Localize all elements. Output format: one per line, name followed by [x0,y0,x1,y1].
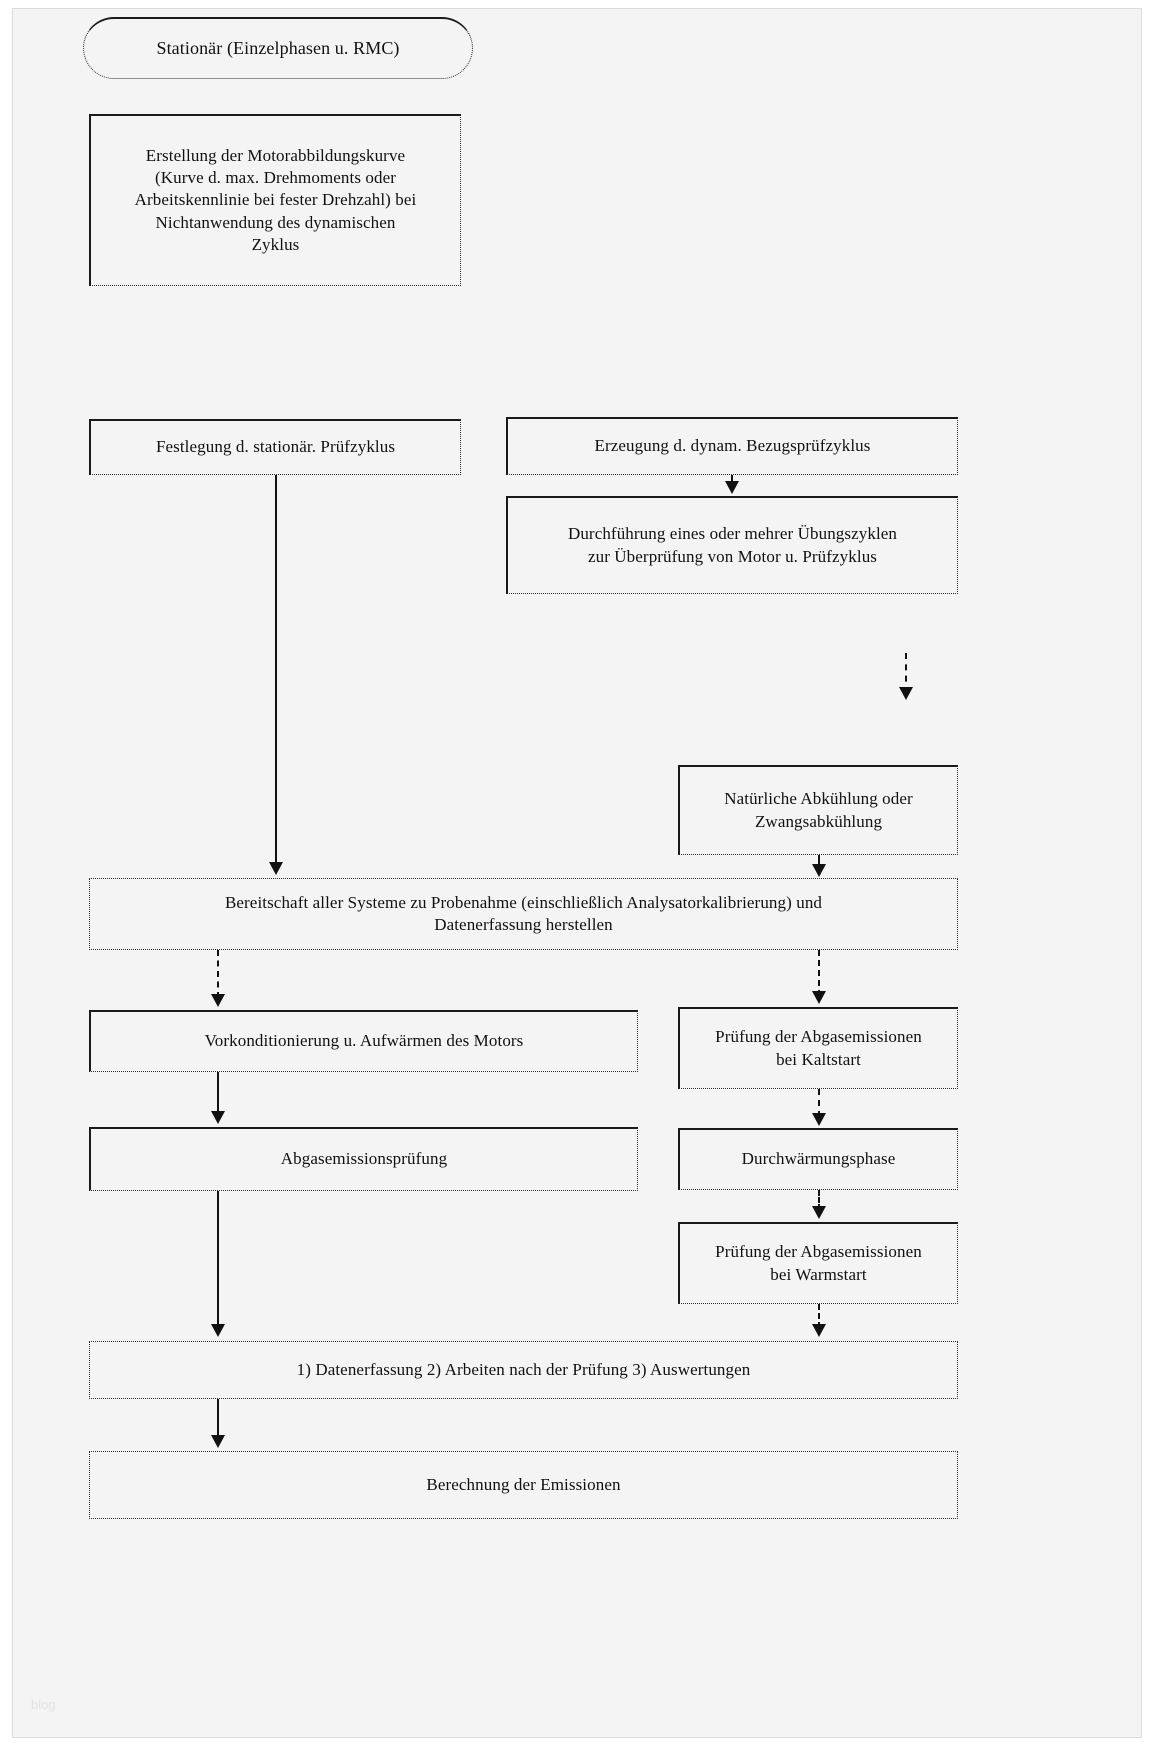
node-festlegung-stationaer[interactable]: Festlegung d. stationär. Prüfzyklus [89,419,461,475]
node-festlegung-stationaer-label: Festlegung d. stationär. Prüfzyklus [155,437,396,457]
node-pruefung-warmstart[interactable]: Prüfung der Abgasemissionen bei Warmstar… [678,1222,958,1304]
node-datenerfassung-label: 1) Datenerfassung 2) Arbeiten nach der P… [296,1359,751,1379]
node-durchwaermungsphase-label: Durchwärmungsphase [741,1149,896,1169]
node-pruefung-kaltstart-label: Prüfung der Abgasemissionen bei Kaltstar… [715,1027,922,1069]
node-pruefung-kaltstart[interactable]: Prüfung der Abgasemissionen bei Kaltstar… [678,1007,958,1089]
node-vorkonditionierung[interactable]: Vorkonditionierung u. Aufwärmen des Moto… [89,1010,638,1072]
node-start[interactable]: Stationär (Einzelphasen u. RMC) [83,17,473,79]
node-bereitschaft[interactable]: Bereitschaft aller Systeme zu Probenahme… [89,878,958,950]
node-start-label: Stationär (Einzelphasen u. RMC) [156,37,400,58]
watermark-text: blog [31,1697,56,1712]
node-bereitschaft-label: Bereitschaft aller Systeme zu Probenahme… [224,892,823,934]
node-vorkonditionierung-label: Vorkonditionierung u. Aufwärmen des Moto… [204,1031,524,1051]
node-durchfuehrung-uebungszyklen-label: Durchführung eines oder mehrer Übungszyk… [567,524,898,566]
diagram-canvas: Stationär (Einzelphasen u. RMC) Erstellu… [12,8,1142,1738]
node-erzeugung-dynam[interactable]: Erzeugung d. dynam. Bezugsprüfzyklus [506,417,958,475]
node-durchwaermungsphase[interactable]: Durchwärmungsphase [678,1128,958,1190]
node-abgasemissionspruefung[interactable]: Abgasemissionsprüfung [89,1127,638,1191]
node-durchfuehrung-uebungszyklen[interactable]: Durchführung eines oder mehrer Übungszyk… [506,496,958,594]
node-berechnung-label: Berechnung der Emissionen [426,1474,621,1494]
node-abkuehlung-label: Natürliche Abkühlung oder Zwangsabkühlun… [724,789,913,831]
node-abkuehlung[interactable]: Natürliche Abkühlung oder Zwangsabkühlun… [678,765,958,855]
node-pruefung-warmstart-label: Prüfung der Abgasemissionen bei Warmstar… [715,1242,922,1284]
node-motorabbildungskurve-label: Erstellung der Motorabbildungskurve (Kur… [134,146,417,254]
node-abgasemissionspruefung-label: Abgasemissionsprüfung [280,1149,448,1169]
node-datenerfassung[interactable]: 1) Datenerfassung 2) Arbeiten nach der P… [89,1341,958,1399]
node-motorabbildungskurve[interactable]: Erstellung der Motorabbildungskurve (Kur… [89,114,461,286]
node-erzeugung-dynam-label: Erzeugung d. dynam. Bezugsprüfzyklus [594,436,871,456]
node-berechnung[interactable]: Berechnung der Emissionen [89,1451,958,1519]
